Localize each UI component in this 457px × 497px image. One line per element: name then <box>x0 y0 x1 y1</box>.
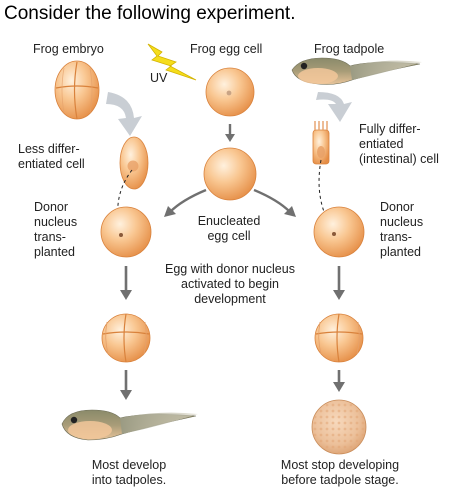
curved-arrow-left <box>106 92 142 136</box>
cleavage-embryo-right-image <box>314 313 364 363</box>
cleavage-embryo-left-image <box>101 313 151 363</box>
less-differentiated-cell-image <box>119 136 149 190</box>
arrows-to-donor-eggs <box>164 188 296 217</box>
frog-egg-cell-label: Frog egg cell <box>190 42 263 56</box>
right-outcome-label: Most stop developing before tadpole stag… <box>280 458 400 487</box>
arrow-down-center <box>225 124 235 142</box>
frog-tadpole-image <box>291 57 422 85</box>
arrow-down-left-2 <box>120 370 132 400</box>
arrow-down-right-1 <box>333 266 345 300</box>
curved-arrow-right <box>316 92 352 122</box>
nucleus-transfer-arrow-left <box>116 169 133 232</box>
donor-egg-right-image <box>313 206 365 258</box>
enucleated-label: Enucleated egg cell <box>197 214 261 243</box>
uv-lightning-icon <box>147 43 197 81</box>
activated-label: Egg with donor nucleus activated to begi… <box>165 262 295 306</box>
blastula-outcome-image <box>311 399 367 455</box>
intestinal-cell-image <box>312 121 330 165</box>
less-differentiated-label: Less differ- entiated cell <box>18 142 85 171</box>
frog-tadpole-label: Frog tadpole <box>314 42 385 56</box>
frog-egg-cell-image <box>205 67 255 117</box>
fully-differentiated-label: Fully differ- entiated (intestinal) cell <box>359 122 439 166</box>
nucleus-transfer-arrow-right <box>318 159 334 230</box>
arrow-down-right-2 <box>333 370 345 392</box>
donor-nucleus-left-label: Donor nucleus trans- planted <box>34 200 78 259</box>
donor-egg-left-image <box>100 206 152 258</box>
frog-embryo-label: Frog embryo <box>33 42 104 56</box>
tadpole-outcome-image <box>61 409 198 441</box>
frog-embryo-image <box>54 60 100 120</box>
arrow-down-left-1 <box>120 266 132 300</box>
donor-nucleus-right-label: Donor nucleus trans- planted <box>380 200 424 259</box>
enucleated-egg-image <box>203 147 257 201</box>
uv-label: UV <box>150 71 168 85</box>
page-heading: Consider the following experiment. <box>4 3 296 24</box>
left-outcome-label: Most develop into tadpoles. <box>91 458 167 487</box>
